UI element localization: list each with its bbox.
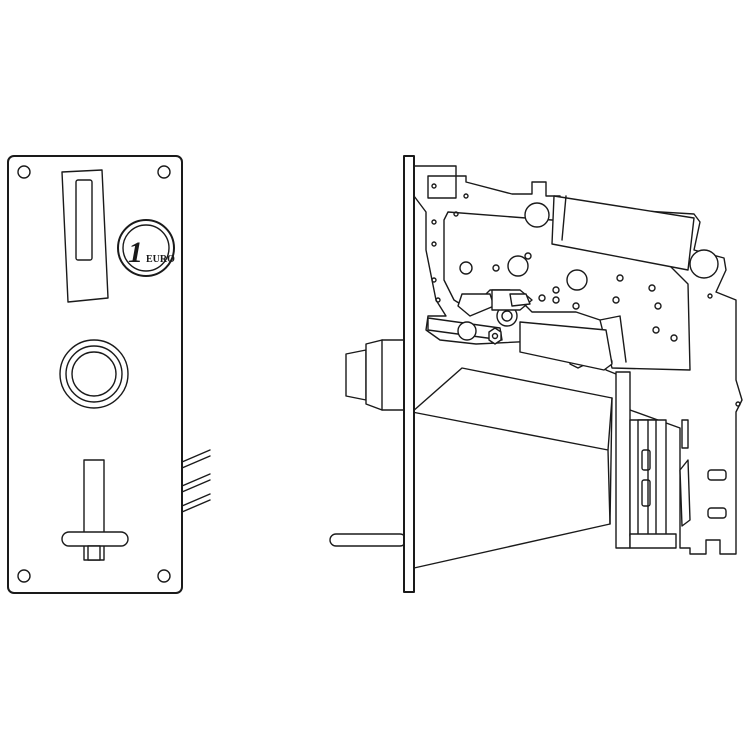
hole [524,252,532,260]
hole [670,334,678,342]
hole [435,297,441,303]
hex-nut-1 [488,327,502,345]
mount-hole-top-right [157,165,171,179]
switch-base [629,533,677,549]
hole [652,326,660,334]
hex-nut-hole [491,332,499,340]
hole [463,193,469,199]
relay-block [551,195,695,271]
arm-bracket [457,293,495,317]
solenoid-core [509,293,531,307]
hole [431,183,437,189]
coin-slot [75,179,93,261]
euro-numeral: 1 [128,236,143,269]
gear-hub-inner [501,310,513,322]
hole [431,241,437,247]
side-knob-body [365,339,405,411]
reject-lever-stem [87,545,101,561]
slot-curve [679,459,691,527]
return-button-outer [59,339,129,409]
hole [552,296,560,304]
euro-coin-outer [117,219,175,277]
slot-small-2 [707,507,727,519]
hole [431,219,437,225]
side-rod [329,533,407,547]
mount-hole-bottom-right [157,569,171,583]
hole [431,277,437,283]
slot-upper [681,419,689,449]
return-button-ring [65,345,123,403]
capacitor-right [689,249,719,279]
wire-leads [181,449,211,513]
right-guide-plate [615,371,631,549]
side-knob-cap [345,349,367,401]
euro-coin-badge: 1 EURO [117,219,175,277]
hole [612,296,620,304]
mount-hole-bottom-left [17,569,31,583]
front-view: 1 EURO [7,155,211,594]
euro-coin-inner [122,224,170,272]
round-part-1 [507,255,529,277]
side-front-plate [403,155,415,593]
bracket-tab [599,315,627,363]
euro-label: EURO [146,254,175,265]
wire-2 [181,473,211,493]
relay-edge [561,195,567,241]
chute-fold-edge [607,397,613,451]
side-view [329,155,743,593]
hole [492,264,500,272]
microswitch-2 [641,479,651,507]
arm-roller [457,321,477,341]
lower-bracket [519,321,613,371]
hole [616,274,624,282]
wire-1 [181,449,211,469]
hole [707,293,713,299]
mount-hole-top-left [17,165,31,179]
hex-nut-shape [488,327,502,345]
top-connector [427,175,457,199]
hole [552,286,560,294]
hole [538,294,546,302]
reject-lever [61,531,129,547]
return-button-inner [71,351,117,397]
wire-3 [181,493,211,513]
coin-chute [411,367,613,569]
hole [735,401,741,407]
hole [453,211,459,217]
hole [572,302,580,310]
round-part-3 [459,261,473,275]
microswitch-1 [641,449,651,471]
hole [654,302,662,310]
microswitch-body [637,419,657,537]
hole [648,284,656,292]
round-part-2 [566,269,588,291]
slot-small-1 [707,469,727,481]
capacitor-top [524,202,550,228]
